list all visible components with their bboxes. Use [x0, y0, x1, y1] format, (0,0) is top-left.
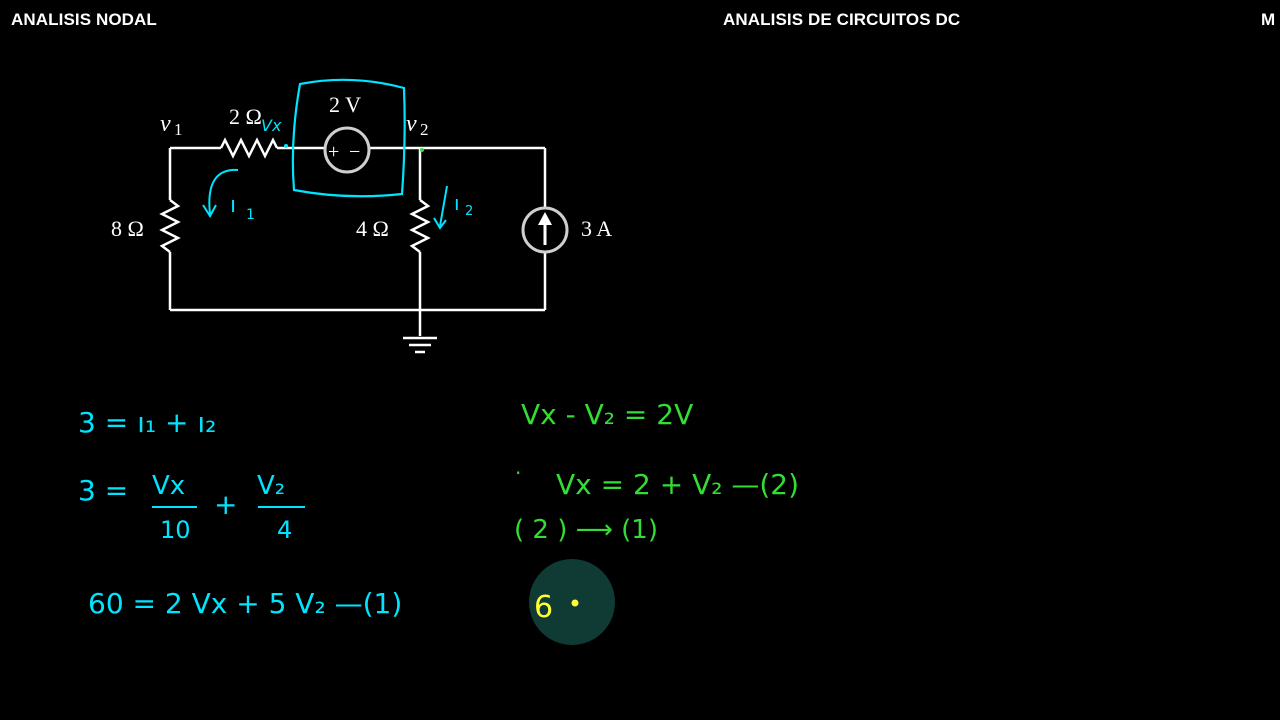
annot-v2-dot — [420, 148, 424, 152]
right-eq-3: ( 2 ) ⟶ (1) — [514, 515, 658, 545]
left-eq-3: 60 = 2 Vx + 5 V₂ —(1) — [88, 587, 402, 620]
vsource-plus: + — [328, 141, 339, 163]
annot-vx: Vx — [261, 116, 282, 135]
left-eq-2-frac1-den: 10 — [160, 516, 191, 544]
resistor-4ohm — [409, 199, 431, 253]
header-left-title: ANALISIS NODAL — [11, 10, 157, 29]
resistor-2ohm-label: 2 Ω — [229, 104, 262, 129]
header-center-title: ANALISIS DE CIRCUITOS DC — [723, 10, 961, 29]
left-eq-1: 3 = ı₁ + ı₂ — [78, 406, 216, 439]
left-eq-2-lhs: 3 = — [78, 474, 128, 507]
annot-i2-sub: 2 — [465, 204, 473, 219]
right-eq-2-dot: · — [515, 461, 521, 485]
current-i2-arrow — [433, 185, 448, 230]
left-eq-2-frac2-num: V₂ — [257, 471, 285, 501]
resistor-2ohm — [219, 137, 279, 159]
node-v1-label: v — [160, 111, 171, 137]
node-v2-label: v — [406, 111, 417, 137]
left-eq-2-frac2-den: 4 — [277, 516, 292, 544]
resistor-8ohm-label: 8 Ω — [111, 216, 144, 241]
supernode-outline — [291, 78, 406, 198]
annot-i1: ı — [230, 193, 236, 218]
right-partial-number: 6 — [534, 590, 553, 625]
header-right-partial: M — [1261, 10, 1276, 29]
voltage-source: + − — [323, 126, 371, 174]
current-arrow-head — [538, 212, 552, 225]
current-i1-arrow — [202, 168, 239, 218]
annot-i1-sub: 1 — [246, 207, 255, 223]
annot-i2: ı — [454, 191, 460, 215]
vsource-minus: − — [349, 141, 360, 163]
isource-label: 3 A — [581, 216, 612, 241]
circuit-diagram — [159, 137, 547, 354]
right-eq-1: Vx - V₂ = 2V — [521, 398, 693, 431]
pen-cursor-icon — [571, 599, 579, 607]
node-v1-sub: 1 — [174, 120, 183, 139]
resistor-8ohm — [159, 199, 181, 253]
vsource-label: 2 V — [329, 92, 361, 117]
left-eq-2-frac1-num: Vx — [152, 471, 185, 501]
current-source — [521, 206, 569, 254]
right-eq-2: Vx = 2 + V₂ —(2) — [556, 468, 799, 501]
annot-vx-dot — [284, 144, 288, 148]
resistor-4ohm-label: 4 Ω — [356, 216, 389, 241]
left-eq-2-plus: + — [214, 488, 237, 521]
node-v2-sub: 2 — [420, 120, 429, 139]
